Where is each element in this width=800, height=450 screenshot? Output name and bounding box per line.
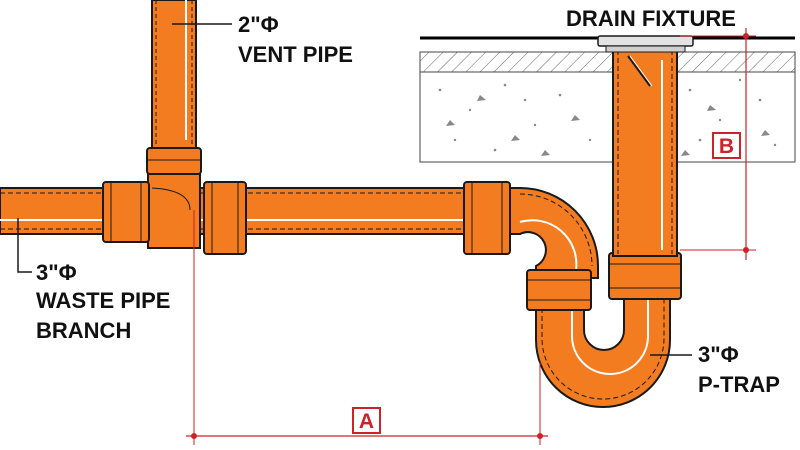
vent-coupling bbox=[146, 147, 202, 175]
waste-pipe bbox=[0, 173, 521, 255]
dimension-b-box bbox=[712, 132, 741, 159]
trap-slip-nut-right bbox=[608, 252, 682, 300]
sanitary-tee bbox=[147, 173, 201, 249]
vent-pipe-label: VENT PIPE bbox=[238, 42, 353, 67]
concrete-aggregate bbox=[438, 78, 777, 156]
trap-slip-nut-left bbox=[526, 269, 592, 311]
trap-size-label: 3"Φ bbox=[698, 342, 739, 367]
dimension-a: A bbox=[186, 210, 548, 445]
coupling-center bbox=[203, 181, 247, 255]
drain-grate bbox=[597, 35, 694, 47]
slab-hatch bbox=[419, 51, 796, 73]
dimension-b: B bbox=[680, 28, 756, 260]
coupling-right bbox=[463, 181, 511, 255]
floor-slab bbox=[419, 36, 796, 163]
drain-tailpiece bbox=[597, 35, 694, 257]
coupling-left bbox=[102, 181, 150, 243]
waste-size-label: 3"Φ bbox=[36, 260, 77, 285]
callout-leaders bbox=[17, 23, 692, 356]
drain-fixture-label: DRAIN FIXTURE bbox=[566, 6, 736, 31]
waste-pipe-label: WASTE PIPE bbox=[36, 288, 170, 313]
dimension-a-label: A bbox=[359, 410, 374, 433]
dimension-b-label: B bbox=[719, 135, 734, 158]
waste-branch-label: BRANCH bbox=[36, 318, 131, 343]
p-trap-label: P-TRAP bbox=[698, 372, 780, 397]
dimension-a-box bbox=[352, 407, 381, 434]
p-trap bbox=[526, 252, 682, 408]
elbow-fitting bbox=[509, 187, 599, 279]
vent-pipe bbox=[146, 0, 202, 175]
vent-size-label: 2"Φ bbox=[238, 12, 279, 37]
